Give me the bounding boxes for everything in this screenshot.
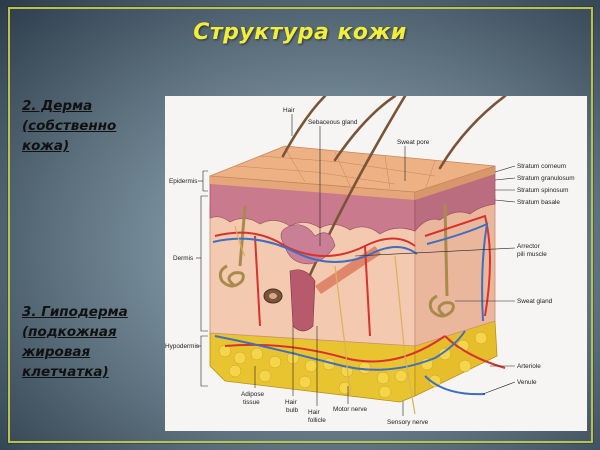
label-pili-muscle: pili muscle: [517, 251, 547, 258]
label-adipose: Adipose: [241, 391, 265, 398]
slide-frame: [8, 7, 593, 443]
label-dermis: Dermis: [173, 255, 193, 262]
caption-line: клетчатка): [22, 364, 109, 380]
label-sebaceous-gland: Sebaceous gland: [308, 119, 358, 126]
label-hair: Hair: [283, 107, 296, 114]
label-epidermis: Epidermis: [169, 178, 197, 185]
label-arrector: Arrector: [517, 243, 541, 250]
skin-structure-diagram: Epidermis Dermis Hypodermis Hair Sebaceo…: [165, 96, 587, 431]
label-tissue: tissue: [243, 399, 260, 406]
caption-line: (собственно: [22, 118, 117, 134]
caption-line: 2. Дерма: [22, 98, 93, 114]
label-sensory-nerve: Sensory nerve: [387, 419, 429, 426]
label-hair-follicle-1: Hair: [308, 409, 321, 416]
label-sweat-gland: Sweat gland: [517, 298, 553, 305]
label-stratum-basale: Stratum basale: [517, 199, 560, 206]
label-stratum-granulosum: Stratum granulosum: [517, 175, 575, 182]
caption-hypodermis: 3. Гиподерма (подкожная жировая клетчатк…: [22, 302, 157, 382]
slide-title: Структура кожи: [193, 20, 407, 45]
caption-line: жировая: [22, 344, 91, 360]
label-stratum-corneum: Stratum corneum: [517, 163, 566, 170]
label-arteriole: Arteriole: [517, 363, 541, 370]
caption-dermis: 2. Дерма (собственно кожа): [22, 96, 157, 156]
label-motor-nerve: Motor nerve: [333, 406, 368, 413]
label-venule: Venule: [517, 379, 537, 386]
label-hypodermis: Hypodermis: [165, 343, 199, 350]
label-stratum-spinosum: Stratum spinosum: [517, 187, 569, 194]
label-hair-bulb-1: Hair: [285, 399, 298, 406]
label-hair-follicle-2: follicle: [308, 417, 326, 424]
skin-illustration: Epidermis Dermis Hypodermis Hair Sebaceo…: [165, 96, 575, 426]
label-hair-bulb-2: bulb: [286, 407, 299, 414]
caption-line: (подкожная: [22, 324, 117, 340]
caption-line: 3. Гиподерма: [22, 304, 128, 320]
label-sweat-pore: Sweat pore: [397, 139, 430, 146]
caption-line: кожа): [22, 138, 70, 154]
